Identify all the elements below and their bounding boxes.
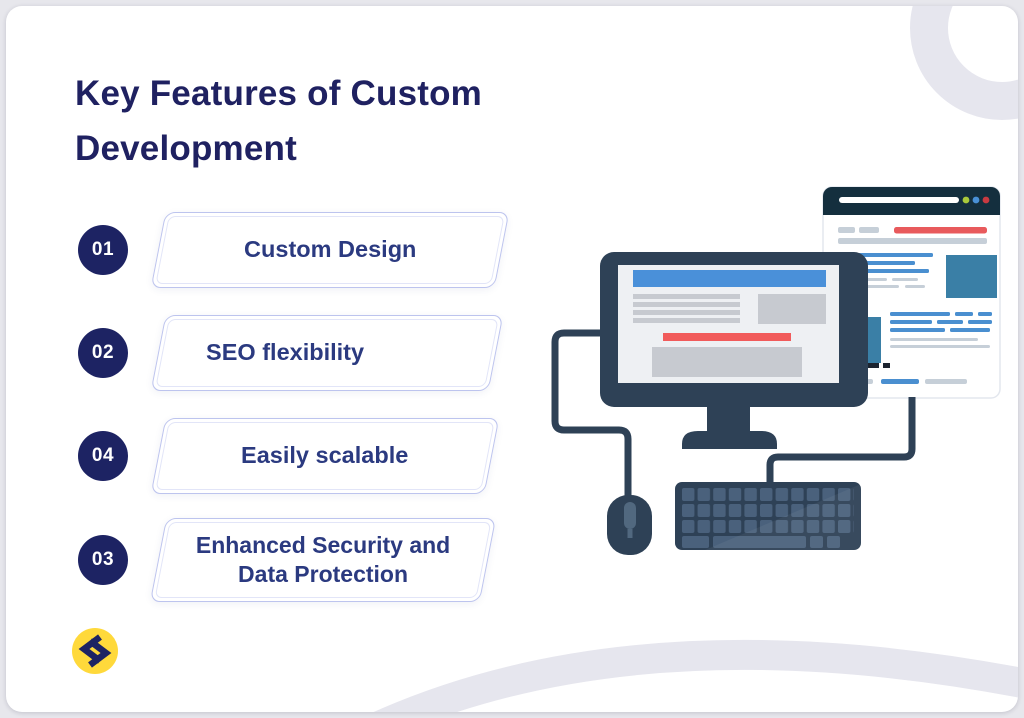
monitor-graphic <box>600 252 868 449</box>
browser-dot-green <box>962 196 970 204</box>
infographic-card: Key Features of Custom Development 01 Cu… <box>6 6 1018 712</box>
feature-item-custom-design: 01 Custom Design <box>78 212 510 288</box>
feature-item-enhanced-security: 03 Enhanced Security and Data Protection <box>78 518 508 602</box>
feature-box: Enhanced Security and Data Protection <box>149 518 497 602</box>
mouse-cable <box>551 329 632 499</box>
feature-box: SEO flexibility <box>150 315 504 391</box>
spacebar-key <box>713 536 806 548</box>
feature-number-badge: 04 <box>78 431 128 481</box>
browser-dot-red <box>982 196 990 204</box>
feature-item-easily-scalable: 04 Easily scalable <box>78 418 508 494</box>
computer-illustration <box>551 186 1001 555</box>
browser-dot-blue <box>972 196 980 204</box>
feature-label: Enhanced Security and Data Protection <box>195 532 451 587</box>
keyboard-graphic <box>675 482 861 550</box>
decorative-wave <box>373 639 1018 712</box>
code-arrows-logo-icon <box>72 628 118 674</box>
mouse-graphic <box>607 495 652 555</box>
feature-number-badge: 03 <box>78 535 128 585</box>
monitor-stand-base <box>682 431 777 449</box>
feature-number-badge: 02 <box>78 328 128 378</box>
feature-box: Easily scalable <box>150 418 500 494</box>
feature-label: Easily scalable <box>241 442 409 469</box>
decorative-ring <box>910 6 1018 120</box>
feature-label: Custom Design <box>243 236 417 263</box>
feature-box: Custom Design <box>150 212 510 288</box>
monitor-stand-neck <box>707 407 750 433</box>
feature-item-seo-flexibility: 02 SEO flexibility <box>78 315 508 391</box>
feature-number-badge: 01 <box>78 225 128 275</box>
page-title: Key Features of Custom Development <box>75 74 482 169</box>
feature-label: SEO flexibility <box>205 339 365 366</box>
keyboard-cable <box>766 397 916 487</box>
